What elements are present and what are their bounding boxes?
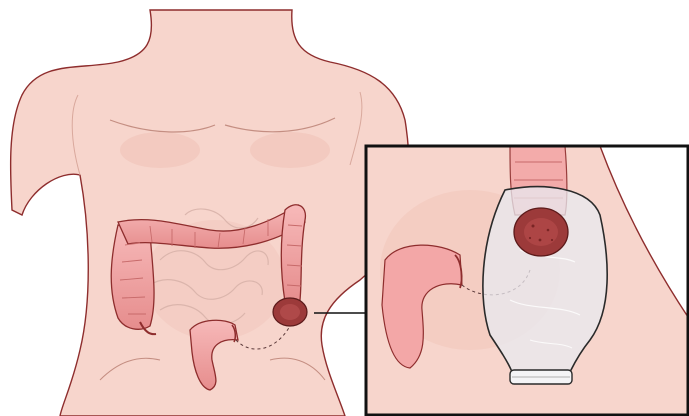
inset-magnifier	[366, 146, 689, 416]
stoma	[273, 298, 307, 326]
